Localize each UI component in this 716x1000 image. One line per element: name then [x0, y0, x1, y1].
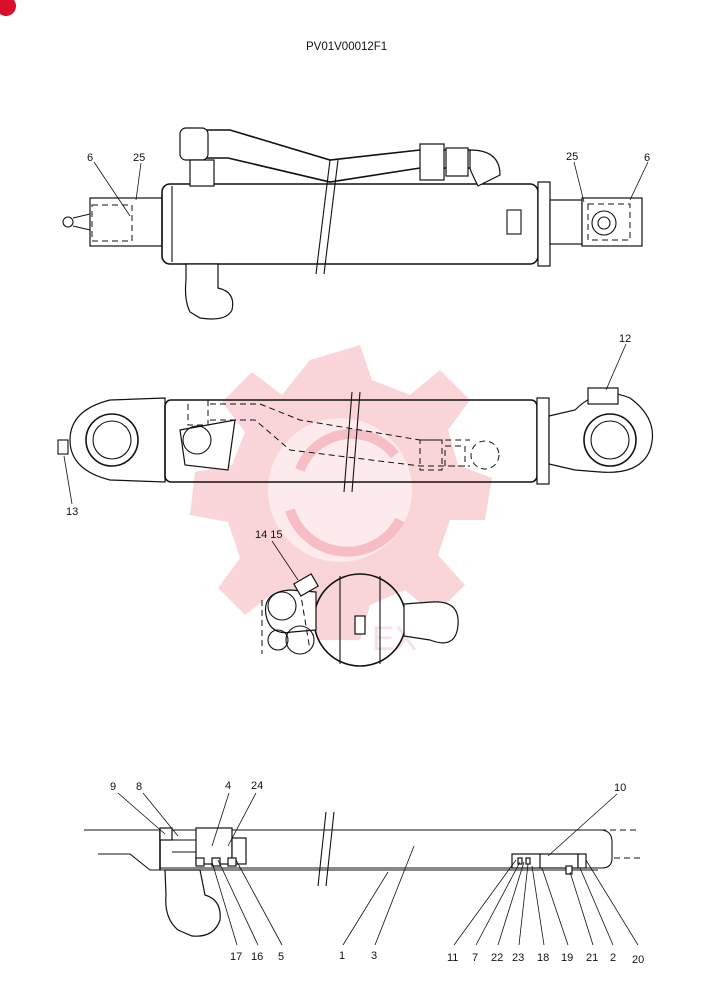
callout-25-right: 25	[566, 151, 578, 163]
callout-6-right: 6	[644, 152, 650, 164]
callout-5: 5	[278, 951, 284, 963]
callout-8: 8	[136, 781, 142, 793]
callout-19: 19	[561, 952, 573, 964]
callout-21: 21	[586, 952, 598, 964]
cylinder-section-view	[84, 811, 640, 937]
callout-3: 3	[371, 950, 377, 962]
corner-badge	[0, 0, 16, 16]
cylinder-end-view	[261, 573, 459, 667]
cylinder-top-view	[57, 387, 654, 493]
callout-12: 12	[619, 333, 631, 345]
callout-7: 7	[472, 952, 478, 964]
callout-25-left: 25	[133, 152, 145, 164]
callout-10: 10	[614, 782, 626, 794]
callout-13: 13	[66, 506, 78, 518]
cylinder-side-view	[62, 127, 643, 320]
callout-9: 9	[110, 781, 116, 793]
callout-24: 24	[251, 780, 263, 792]
callout-22: 22	[491, 952, 503, 964]
callout-1: 1	[339, 950, 345, 962]
callout-16: 16	[251, 951, 263, 963]
callout-20: 20	[632, 954, 644, 966]
drawing-number: PV01V00012F1	[306, 41, 387, 53]
callout-14-15: 14 15	[255, 529, 283, 541]
callout-18: 18	[537, 952, 549, 964]
callout-17: 17	[230, 951, 242, 963]
callout-2: 2	[610, 952, 616, 964]
callout-6-left: 6	[87, 152, 93, 164]
watermark-logo: EX	[190, 345, 492, 658]
callout-11: 11	[447, 952, 458, 964]
leader-lines	[63, 161, 649, 946]
callout-23: 23	[512, 952, 524, 964]
callout-4: 4	[225, 780, 231, 792]
callout-labels: 6 25 25 6 12 13 14 15 9 8 4 24 10 17 16 …	[66, 151, 650, 966]
